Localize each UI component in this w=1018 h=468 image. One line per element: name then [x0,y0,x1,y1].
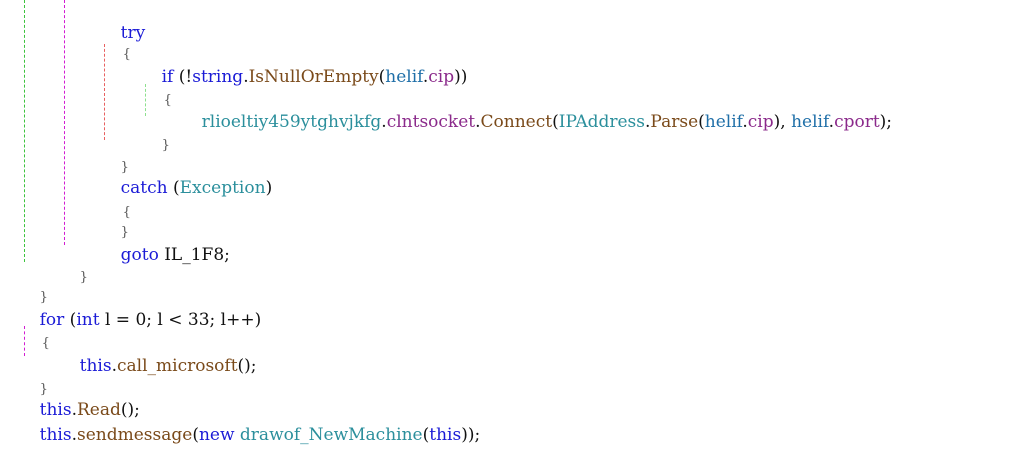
brace: { [122,47,131,62]
brace: } [39,290,48,305]
type-exception: Exception [179,178,266,198]
for-rest: l = 0; l < 33; l++) [99,310,262,330]
code-line-catch: catch (Exception) [120,178,273,198]
code-line-brace-close-5: } [18,263,48,305]
keyword-goto: goto [120,245,159,265]
code-line-call-microsoft: this.call_microsoft(); [79,356,257,376]
code-line-read: this.Read(); [39,400,140,420]
property-cport: cport [834,112,880,132]
code-line-sendmessage: this.sendmessage(new drawof_NewMachine(t… [39,425,481,445]
indent-guide-magenta-for [24,326,25,356]
indent-guide-green [24,0,25,262]
brace: } [79,270,88,285]
keyword-new: new [198,425,235,445]
indent-guide-magenta [64,0,65,245]
method-sendmessage: sendmessage [76,425,193,445]
code-line-brace-close: } [140,111,170,153]
code-line-if: if (!string.IsNullOrEmpty(helif.cip)) [161,67,468,87]
brace: { [41,336,50,351]
indent-guide-red [104,44,105,140]
code-line-try: try [99,0,146,43]
keyword-string: string [192,67,244,87]
keyword-this: this [79,356,112,376]
keyword-try: try [120,23,146,43]
keyword-for: for [39,310,65,330]
keyword-int: int [76,310,100,330]
identifier-helif: helif [791,112,829,132]
method-call-microsoft: call_microsoft [116,356,238,376]
identifier-helif: helif [385,67,423,87]
method-isnullorempty: IsNullOrEmpty [248,67,379,87]
brace: } [120,160,129,175]
code-editor[interactable]: try { if (!string.IsNullOrEmpty(helif.ci… [0,0,1018,445]
brace: } [39,382,48,397]
keyword-if: if [161,67,174,87]
brace: { [163,93,172,108]
code-line-brace-open: { [101,20,131,62]
code-line-brace-open-4: { [20,309,50,351]
brace: { [122,205,131,220]
code-line-brace-close-6: } [18,355,48,397]
code-line-brace-close-2: } [99,133,129,175]
keyword-this: this [39,400,72,420]
type-ipaddress: IPAddress [558,112,646,132]
code-line-for: for (int l = 0; l < 33; l++) [39,310,262,330]
code-line-brace-open-2: { [142,66,172,108]
property-cip: cip [428,67,455,87]
keyword-catch: catch [120,178,168,198]
code-line-goto: goto IL_1F8; [99,222,230,265]
keyword-this: this [39,425,72,445]
code-line-connect: rlioeltiy459ytghvjkfg.clntsocket.Connect… [201,112,893,132]
method-parse: Parse [650,112,699,132]
goto-label: IL_1F8; [158,245,230,265]
keyword-this: this [429,425,462,445]
method-connect: Connect [480,112,553,132]
code-line-brace-close-4: } [58,243,88,285]
property-cip: cip [747,112,774,132]
type-drawof-newmachine: drawof_NewMachine [239,425,423,445]
property-clntsocket: clntsocket [386,112,476,132]
brace: } [161,138,170,153]
identifier-helif: helif [704,112,743,132]
brace: } [120,225,129,240]
code-line-brace-close-3: } [99,198,129,240]
code-line-brace-open-3: { [101,178,131,220]
method-read: Read [76,400,121,420]
indent-guide-lightgreen [145,84,146,116]
identifier-client-var: rlioeltiy459ytghvjkfg [201,112,382,132]
